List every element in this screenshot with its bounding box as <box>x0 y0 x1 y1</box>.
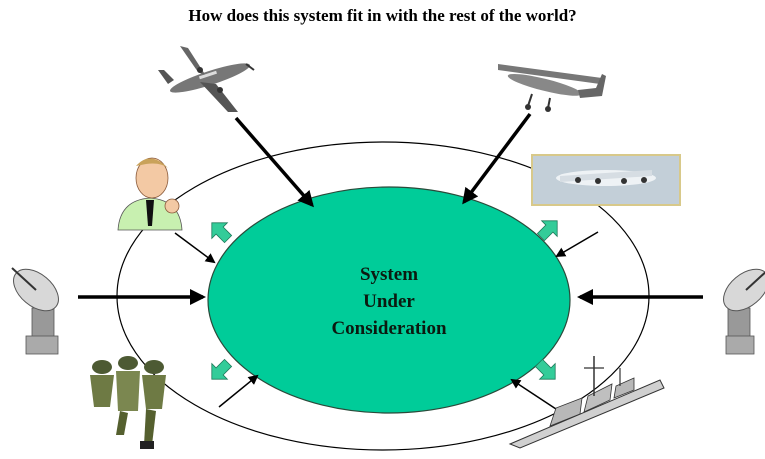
arrow-soldiers-to-system <box>218 374 259 408</box>
outward-arrow-upper-right <box>536 220 558 242</box>
core-label-line-1: System <box>360 264 418 285</box>
core-label-line-2: Under <box>363 291 415 312</box>
system-core-ellipse <box>207 186 571 414</box>
arrow-photo-to-system <box>555 231 599 258</box>
arrow-person-to-system <box>174 232 216 264</box>
arrow-plane-to-system <box>234 116 314 208</box>
outward-arrow-lower-left <box>211 358 233 380</box>
person-icon <box>117 157 183 231</box>
soldiers-icon <box>90 356 166 449</box>
satellite-dish-icon <box>723 268 765 355</box>
plane-icon <box>158 46 255 112</box>
diagram-title: How does this system fit in with the res… <box>188 6 577 25</box>
outward-arrow-lower-right <box>534 358 556 380</box>
drone-icon <box>498 64 606 112</box>
ship-icon <box>508 356 665 449</box>
satellite-dish-icon <box>11 267 59 355</box>
arrow-ship-to-system <box>510 378 557 410</box>
aircraft-photo-icon <box>531 154 681 206</box>
core-label-line-3: Consideration <box>331 318 447 339</box>
arrow-drone-to-system <box>462 112 532 205</box>
outward-arrow-upper-left <box>211 222 233 244</box>
